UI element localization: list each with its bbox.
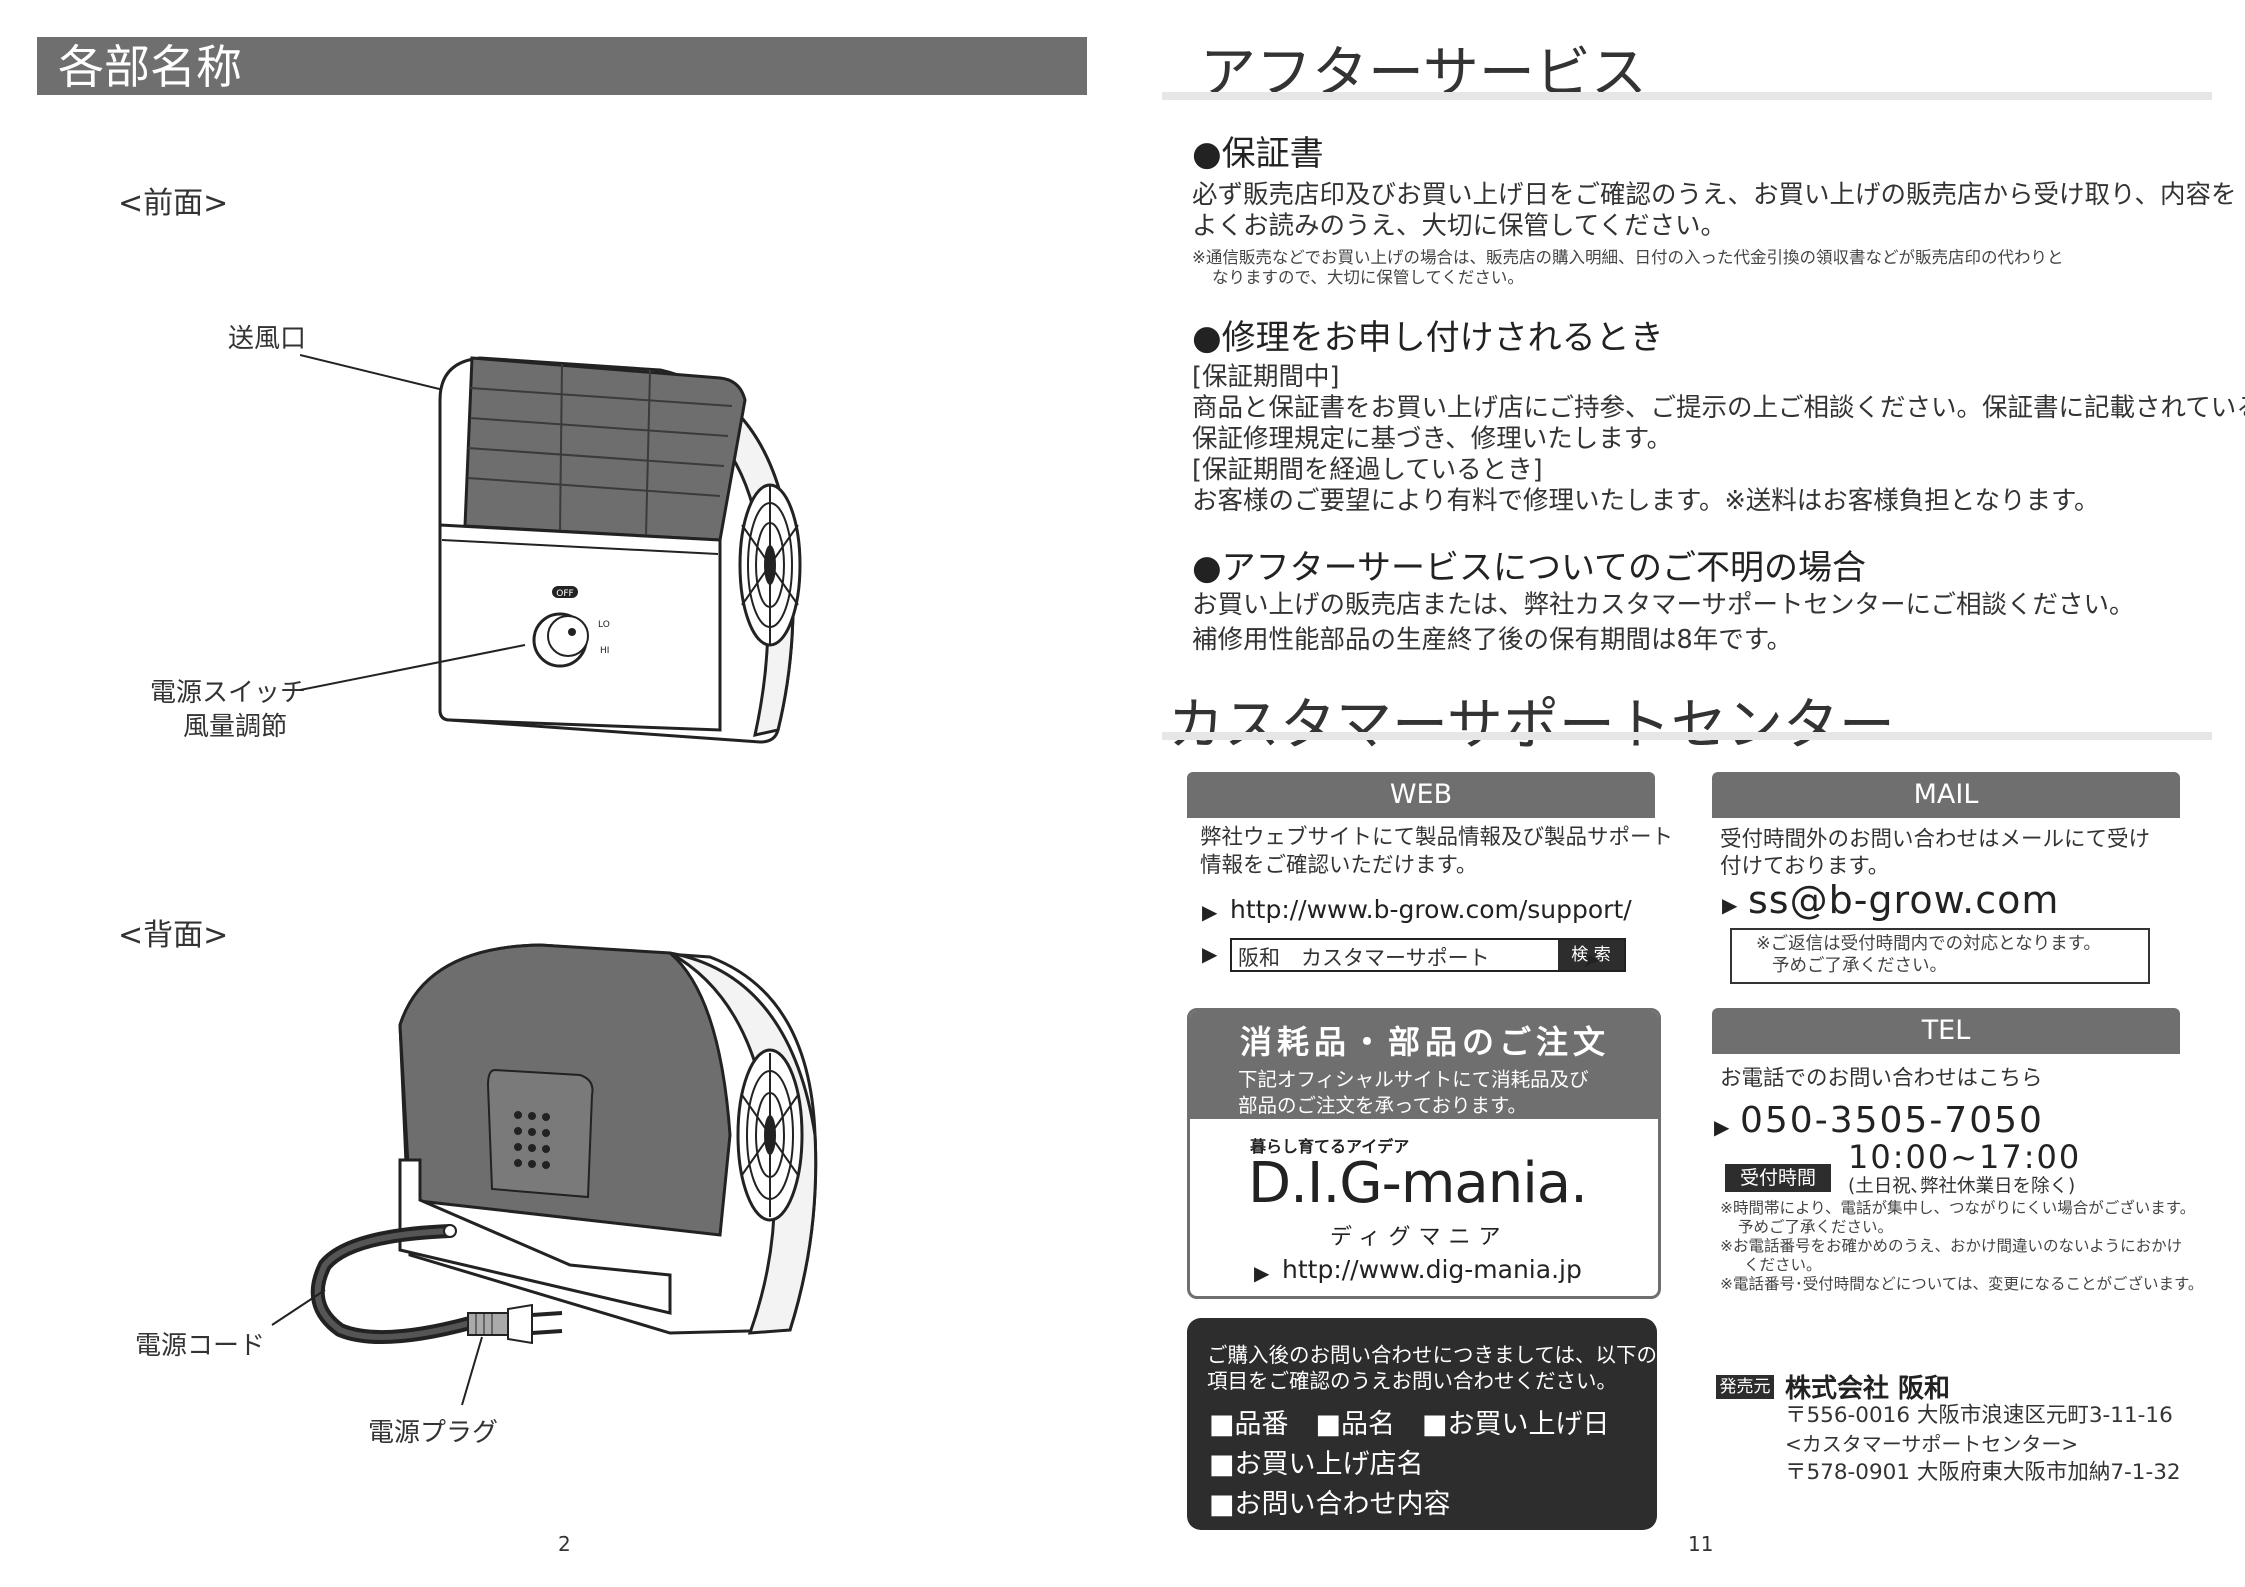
tel-note-4: ください。 <box>1744 1256 1822 1274</box>
support-center-label: <カスタマーサポートセンター> <box>1785 1432 2079 1456</box>
switch-label: 電源スイッチ <box>150 678 307 708</box>
tel-note-5: ※電話番号･受付時間などについては、変更になることがございます。 <box>1720 1275 2204 1293</box>
repair-expired-label: [保証期間を経過しているとき] <box>1192 455 1543 485</box>
web-desc-2: 情報をご確認いただけます。 <box>1200 853 1478 878</box>
page-title: 各部名称 <box>58 40 242 94</box>
search-box-text: 阪和 カスタマーサポート <box>1238 946 1490 970</box>
business-hours: 10:00~17:00 <box>1848 1138 2082 1176</box>
mail-note-box: ※ご返信は受付時間内での対応となります。 予めご了承ください。 <box>1730 928 2150 984</box>
parts-order-box: 消耗品・部品のご注文 下記オフィシャルサイトにて消耗品及び 部品のご注文を承って… <box>1187 1008 1661 1299</box>
checklist-row-1: ■品番 ■品名 ■お買い上げ日 <box>1209 1409 1610 1440</box>
dial-off-text: OFF <box>556 589 573 599</box>
title-rule <box>1162 92 2212 100</box>
cursor-icon: ➤ <box>1582 948 1601 973</box>
inquiry-checklist-box: ご購入後のお問い合わせにつきましては、以下の 項目をご確認のうえお問い合わせくだ… <box>1187 1318 1657 1530</box>
inquiry-heading: ●アフターサービスについてのご不明の場合 <box>1192 548 1866 588</box>
mail-arrow-icon: ▶ <box>1722 893 1738 917</box>
mail-note-1: ※ご返信は受付時間内での対応となります。 <box>1756 934 2101 954</box>
warranty-text-2: よくお読みのうえ、大切に保管してください。 <box>1192 211 1726 241</box>
front-view-label: <前面> <box>118 186 229 221</box>
mail-desc-2: 付けております。 <box>1720 854 1890 879</box>
dial-lo-text: LO <box>598 620 610 630</box>
fan-speed-label: 風量調節 <box>183 712 288 742</box>
publisher-badge: 発売元 <box>1716 1375 1774 1399</box>
power-plug-label: 電源プラグ <box>368 1418 499 1448</box>
inquiry-text-1: お買い上げの販売店または、弊社カスタマーサポートセンターにご相談ください。 <box>1192 590 2135 620</box>
company-name: 株式会社 阪和 <box>1785 1374 1951 1404</box>
power-plug <box>467 1303 563 1345</box>
web-desc-1: 弊社ウェブサイトにて製品情報及び製品サポート <box>1200 825 1674 850</box>
inquiry-text-2: 補修用性能部品の生産終了後の保有期間は8年です。 <box>1192 625 1793 655</box>
brand-tagline: 暮らし育てるアイデア <box>1250 1137 1410 1156</box>
power-dial: OFF LO HI <box>532 586 610 668</box>
parts-order-desc-1: 下記オフィシャルサイトにて消耗品及び <box>1238 1068 1589 1091</box>
search-arrow-icon: ▶ <box>1202 942 1218 966</box>
warranty-heading: ●保証書 <box>1192 134 1324 174</box>
warranty-note-2: なりますので、大切に保管してください。 <box>1212 268 1524 287</box>
parts-order-header <box>1190 1011 1658 1119</box>
fan-back-illustration <box>271 943 818 1406</box>
parts-order-title: 消耗品・部品のご注文 <box>1240 1023 1611 1061</box>
tel-note-1: ※時間帯により、電話が集中し、つながりにくい場合がございます。 <box>1720 1199 2196 1217</box>
mail-address-link[interactable]: ss@b-grow.com <box>1748 878 2060 922</box>
web-support-link[interactable]: http://www.b-grow.com/support/ <box>1230 895 1632 924</box>
support-rule <box>1162 732 2212 740</box>
tel-arrow-icon: ▶ <box>1714 1115 1730 1139</box>
fan-front-illustration: OFF LO HI <box>300 354 802 744</box>
checklist-intro-2: 項目をご確認のうえお問い合わせください。 <box>1207 1369 1617 1393</box>
search-button[interactable]: 検 索 <box>1558 940 1624 970</box>
mail-bar: MAIL <box>1712 772 2180 818</box>
dial-hi-text: HI <box>600 646 609 656</box>
tel-desc: お電話でのお問い合わせはこちら <box>1720 1066 2043 1091</box>
support-center-title: カスタマーサポートセンター <box>1168 693 1895 758</box>
hours-badge: 受付時間 <box>1725 1164 1831 1192</box>
tel-note-2: 予めご了承ください。 <box>1738 1218 1894 1236</box>
section-header-bar <box>37 37 1087 95</box>
repair-text-3: お客様のご要望により有料で修理いたします。※送料はお客様負担となります。 <box>1192 486 2100 516</box>
web-bar: WEB <box>1187 772 1655 818</box>
side-grill-front <box>738 483 802 647</box>
checklist-intro-1: ご購入後のお問い合わせにつきましては、以下の <box>1207 1343 1657 1367</box>
repair-heading: ●修理をお申し付けされるとき <box>1192 318 1664 358</box>
mail-note-2: 予めご了承ください。 <box>1772 956 1947 976</box>
web-url-arrow-icon: ▶ <box>1202 900 1218 924</box>
repair-text-2: 保証修理規定に基づき、修理いたします。 <box>1192 424 1673 454</box>
checklist-row-3: ■お問い合わせ内容 <box>1209 1489 1451 1520</box>
page-number-left: 2 <box>558 1532 571 1556</box>
warranty-note-1: ※通信販売などでお買い上げの場合は、販売店の購入明細、日付の入った代金引換の領収… <box>1192 248 2064 267</box>
repair-warranty-period-label: [保証期間中] <box>1192 362 1340 392</box>
tel-bar: TEL <box>1712 1008 2180 1054</box>
back-view-label: <背面> <box>118 918 229 953</box>
page-number-right: 11 <box>1688 1532 1714 1556</box>
holiday-note: (土日祝､弊社休業日を除く) <box>1848 1176 2076 1197</box>
checklist-row-2: ■お買い上げ店名 <box>1209 1449 1424 1480</box>
company-address-1: 〒556-0016 大阪市浪速区元町3-11-16 <box>1785 1403 2173 1428</box>
brand-logo-text: D.I.G-mania. <box>1248 1151 1588 1216</box>
parts-order-desc-2: 部品のご注文を承っております。 <box>1238 1094 1527 1117</box>
power-cord-label: 電源コード <box>135 1331 266 1361</box>
repair-text-1: 商品と保証書をお買い上げ店にご持参、ご提示の上ご相談ください。保証書に記載されて… <box>1192 393 2245 423</box>
warranty-text-1: 必ず販売店印及びお買い上げ日をご確認のうえ、お買い上げの販売店から受け取り、内容… <box>1192 180 2237 210</box>
brand-kana: ディグマニア <box>1330 1225 1509 1250</box>
brand-url-link[interactable]: http://www.dig-mania.jp <box>1282 1255 1582 1284</box>
company-address-2: 〒578-0901 大阪府東大阪市加納7-1-32 <box>1785 1460 2181 1485</box>
outlet-label: 送風口 <box>228 324 307 354</box>
tel-number-link[interactable]: 050-3505-7050 <box>1740 1100 2044 1141</box>
search-box[interactable]: 阪和 カスタマーサポート 検 索 <box>1230 938 1626 972</box>
brand-url-arrow-icon: ▶ <box>1254 1261 1270 1285</box>
tel-note-3: ※お電話番号をお確かめのうえ、おかけ間違いのないようにおかけ <box>1720 1237 2183 1255</box>
mail-desc-1: 受付時間外のお問い合わせはメールにて受け <box>1720 827 2151 852</box>
